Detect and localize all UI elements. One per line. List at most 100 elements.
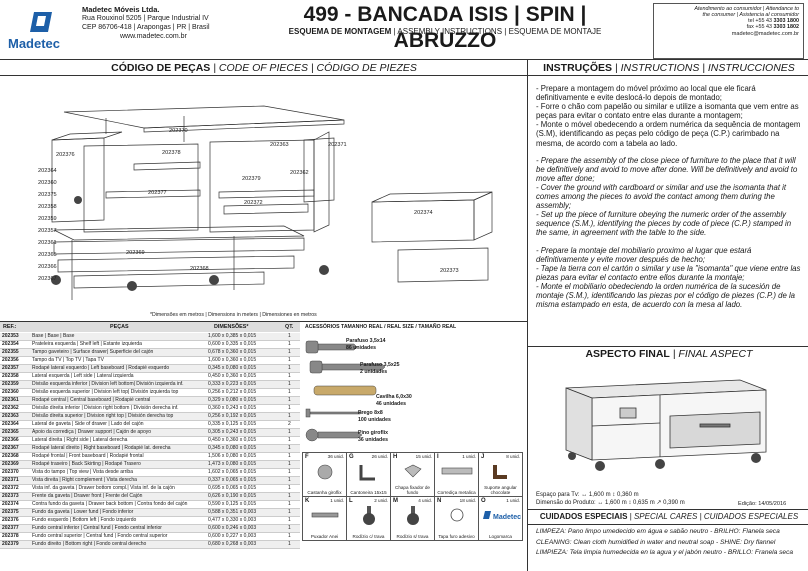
label-202374: 202374 bbox=[414, 210, 433, 216]
hw-qty: 1 unid. bbox=[506, 498, 520, 503]
hw-key: G bbox=[349, 454, 354, 460]
qty-cell: 1 bbox=[286, 340, 300, 350]
ref-cell: 202379 bbox=[0, 540, 30, 550]
qty-cell: 1 bbox=[286, 380, 300, 390]
service-fax: fax +55 43 3303 1802 bbox=[658, 24, 799, 30]
hw-label: Tapa furo adesivo bbox=[438, 534, 475, 539]
codes-heading-rest: | CODE OF PIECES | CÓDIGO DE PIEZES bbox=[210, 62, 417, 74]
company-address-2: CEP 86706-418 | Arapongas | PR | Brasil bbox=[82, 24, 210, 31]
label-202359: 202359 bbox=[38, 216, 57, 222]
hw-key: O bbox=[481, 498, 486, 504]
hw-F: F 36 unid. Castanha giroflix bbox=[302, 452, 347, 497]
company-site[interactable]: www.madetec.com.br bbox=[120, 33, 187, 40]
service-email[interactable]: madetec@madetec.com.br bbox=[731, 31, 799, 37]
dimensions-cell: 0,590 x 0,125 x 0,015 bbox=[206, 500, 286, 510]
qty-cell: 1 bbox=[286, 396, 300, 406]
instructions-en: - Prepare the assembly of the close piec… bbox=[536, 156, 802, 238]
hw-qty: 4 unid. bbox=[418, 498, 432, 503]
dimensions-cell: 1,506 x 0,080 x 0,015 bbox=[206, 452, 286, 462]
part-name-cell: Apoio da corrediça | Drawer support | Ca… bbox=[30, 428, 206, 438]
qty-cell: 1 bbox=[286, 388, 300, 398]
instr-es-3: - Monte el mobiliario obedeciendo la ord… bbox=[536, 281, 796, 310]
company-name: Madetec Móveis Ltda. bbox=[82, 5, 160, 14]
qty-cell: 1 bbox=[286, 540, 300, 550]
acc-name: Prego 8x8 bbox=[358, 410, 383, 416]
qty-cell: 1 bbox=[286, 500, 300, 510]
qty-cell: 1 bbox=[286, 444, 300, 454]
label-202370: 202370 bbox=[169, 128, 188, 134]
qty-cell: 1 bbox=[286, 364, 300, 374]
ref-cell: 202360 bbox=[0, 388, 30, 398]
hw-key: K bbox=[305, 498, 310, 504]
dimensions-cell: 0,450 x 0,360 x 0,015 bbox=[206, 372, 286, 382]
instructions-heading: INSTRUÇÕES | INSTRUCTIONS | INSTRUCCIONE… bbox=[530, 62, 808, 74]
dimensions-cell: 0,333 x 0,223 x 0,015 bbox=[206, 380, 286, 390]
acc-qty: 36 unidades bbox=[358, 436, 388, 443]
dimensions-cell: 1,473 x 0,080 x 0,015 bbox=[206, 460, 286, 470]
hw-key: F bbox=[305, 454, 309, 460]
subtitle-main: ESQUEMA DE MONTAGEM bbox=[288, 27, 392, 36]
dimensions-cell: 0,329 x 0,080 x 0,015 bbox=[206, 396, 286, 406]
hw-key: L bbox=[349, 498, 353, 504]
dimensions-cell: 0,335 x 0,125 x 0,015 bbox=[206, 420, 286, 430]
hw-key: N bbox=[437, 498, 442, 504]
page-title: 499 - BANCADA ISIS | SPIN | ABRUZZO bbox=[303, 3, 587, 52]
label-202375: 202375 bbox=[38, 192, 57, 198]
label-202365: 202365 bbox=[38, 252, 57, 258]
aspect-casters bbox=[568, 452, 761, 471]
acc-qty: 100 unidades bbox=[358, 416, 391, 423]
care-es: LIMPIEZA: Tela limpia humedecida en la a… bbox=[536, 549, 794, 556]
hw-label: Suporte angular chocolate bbox=[484, 485, 517, 495]
dimensions-cell: 0,345 x 0,080 x 0,015 bbox=[206, 364, 286, 374]
hw-qty: 36 unid. bbox=[327, 454, 344, 459]
ref-cell: 202355 bbox=[0, 348, 30, 358]
cam-nut-icon bbox=[317, 464, 333, 480]
ref-cell: 202364 bbox=[0, 420, 30, 430]
instr-en-1: - Prepare the assembly of the close piec… bbox=[536, 155, 798, 183]
hw-label: Chapa fixador de fundo bbox=[395, 485, 430, 495]
ref-cell: 202356 bbox=[0, 356, 30, 366]
product-dims-label: Dimensão do Produto: bbox=[536, 500, 596, 506]
aspect-heading: ASPECTO FINAL | FINAL ASPECT bbox=[530, 348, 808, 360]
label-202372: 202372 bbox=[244, 200, 263, 206]
hw-label: Puxador Anei bbox=[310, 534, 339, 539]
qty-cell: 1 bbox=[286, 452, 300, 462]
label-202373: 202373 bbox=[440, 268, 459, 274]
acc-qty: 2 unidades bbox=[360, 368, 388, 375]
acc-name: Pino giroflix bbox=[358, 430, 388, 436]
label-202364: 202364 bbox=[38, 168, 57, 174]
hw-label: Castanha giroflix bbox=[307, 490, 342, 495]
part-name-cell: Rodapé frontal | Front baseboard | Rodap… bbox=[30, 452, 206, 462]
part-name-cell: Divisão esquerda inferior | Division lef… bbox=[30, 380, 206, 390]
label-202363: 202363 bbox=[270, 142, 289, 148]
part-name-cell: Rodapé central | Central baseboard | Rod… bbox=[30, 396, 206, 406]
logo-icon bbox=[30, 12, 52, 32]
instr-es-2: - Tape la tierra con el cartón o similar… bbox=[536, 263, 801, 282]
dimensions-cell: 0,305 x 0,243 x 0,015 bbox=[206, 428, 286, 438]
header: Madetec Madetec Móveis Ltda. Rua Rouxino… bbox=[0, 0, 808, 60]
codes-heading: CÓDIGO DE PEÇAS | CODE OF PIECES | CÓDIG… bbox=[0, 62, 528, 74]
codes-heading-main: CÓDIGO DE PEÇAS bbox=[111, 62, 211, 74]
dimensions-cell: 0,588 x 0,351 x 0,003 bbox=[206, 508, 286, 518]
instructions-pt: - Prepare a montagem do móvel próximo ao… bbox=[536, 84, 802, 148]
codes-heading-rule bbox=[0, 75, 528, 76]
dimensions-cell: 0,600 x 0,335 x 0,015 bbox=[206, 340, 286, 350]
caster-icon bbox=[407, 506, 419, 525]
